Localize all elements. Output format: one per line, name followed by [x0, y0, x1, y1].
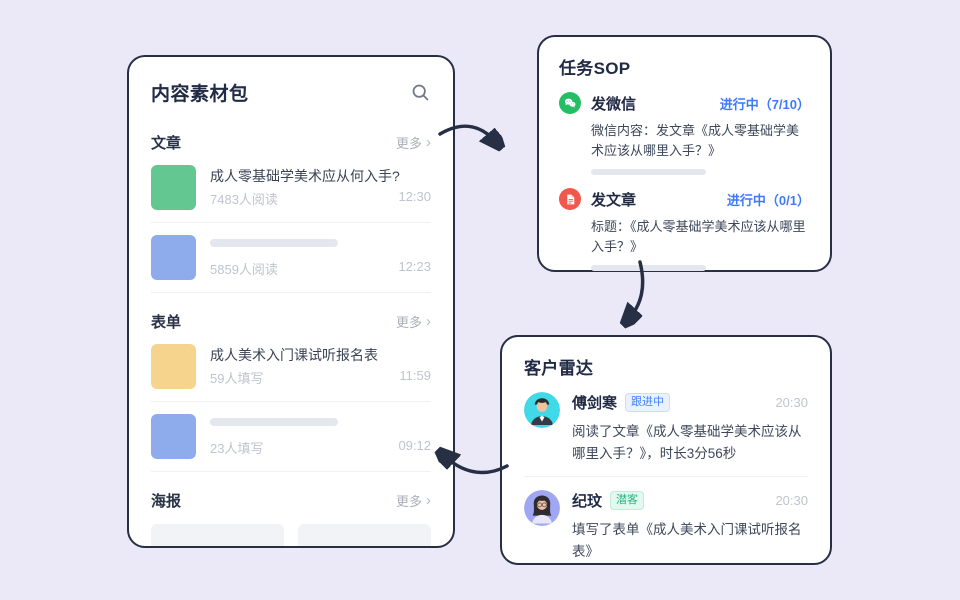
article-item-body: 成人零基础学美术应从何入手? 7483人阅读 12:30 [210, 165, 431, 210]
activity-desc: 阅读了文章《成人零基础学美术应该从哪里入手？》，时长3分56秒 [572, 424, 802, 461]
wechat-icon [559, 92, 581, 114]
article-thumbnail [151, 235, 196, 280]
entry-head: 傅剑寒 跟进中 20:30 [572, 392, 808, 413]
content-pack-title: 内容素材包 [151, 84, 249, 105]
radar-entry-1[interactable]: 傅剑寒 跟进中 20:30 阅读了文章《成人零基础学美术应该从哪里入手？》，时长… [524, 379, 808, 478]
form-thumbnail [151, 344, 196, 389]
form-item-2[interactable]: 23人填写 09:12 [151, 402, 431, 472]
timestamp: 20:30 [775, 493, 808, 509]
form-item-body: 23人填写 09:12 [210, 414, 431, 459]
task-name: 发文章 [591, 191, 637, 209]
radar-entry-2[interactable]: 纪玟 潜客 20:30 填写了表单《成人美术入门课试听报名表》 [524, 477, 808, 574]
fill-count: 23人填写 [210, 441, 264, 456]
more-label: 更多 [395, 315, 422, 330]
content-pack-card: 内容素材包 文章 更多 › 成人零基础学美术应从何入手? 7483人阅读 12:… [127, 55, 455, 548]
title-placeholder-bar [210, 418, 339, 426]
entry-body: 纪玟 潜客 20:30 填写了表单《成人美术入门课试听报名表》 [572, 490, 808, 562]
form-thumbnail [151, 414, 196, 459]
chevron-right-icon: › [426, 492, 431, 509]
search-icon[interactable] [409, 82, 431, 104]
timestamp: 20:30 [775, 395, 808, 410]
form-item-1[interactable]: 成人美术入门课试听报名表 59人填写 11:59 [151, 332, 431, 402]
task-status: 进行中（7/10） [719, 96, 810, 112]
task-sop-card: 任务SOP 发微信 进行中（7/10） [537, 35, 832, 272]
status-badge-following: 跟进中 [625, 392, 671, 413]
activity-desc: 填写了表单《成人美术入门课试听报名表》 [572, 522, 802, 559]
customer-name: 纪玟 [572, 493, 603, 511]
more-link-posters[interactable]: 更多 › [396, 491, 431, 510]
timestamp: 11:59 [399, 368, 431, 383]
task-sop-title: 任务SOP [559, 59, 631, 78]
form-item-body: 成人美术入门课试听报名表 59人填写 11:59 [210, 344, 431, 389]
progress-placeholder-bar [591, 169, 706, 175]
poster-placeholder [151, 524, 284, 546]
chevron-right-icon: › [426, 134, 431, 151]
section-header-posters: 海报 更多 › [151, 490, 431, 511]
article-meta-row: 5859人阅读 12:23 [210, 259, 431, 278]
read-count: 7483人阅读 [210, 192, 278, 207]
section-header-forms: 表单 更多 › [151, 311, 431, 332]
timestamp: 12:30 [398, 189, 431, 204]
article-doc-icon [559, 188, 581, 210]
form-meta-row: 23人填写 09:12 [210, 438, 431, 457]
poster-list [151, 524, 431, 546]
section-header-articles: 文章 更多 › [151, 132, 431, 153]
article-meta-row: 7483人阅读 12:30 [210, 189, 431, 208]
task-name: 发微信 [591, 95, 637, 113]
section-label: 文章 [151, 135, 182, 152]
more-link-forms[interactable]: 更多 › [396, 312, 431, 331]
progress-placeholder-bar [591, 265, 706, 271]
section-label: 海报 [151, 493, 182, 510]
timestamp: 09:12 [398, 438, 431, 453]
task-head: 发文章 进行中（0/1） [559, 188, 810, 210]
more-label: 更多 [395, 136, 422, 151]
section-label: 表单 [151, 314, 182, 331]
more-link-articles[interactable]: 更多 › [396, 133, 431, 152]
article-item-body: 5859人阅读 12:23 [210, 235, 431, 280]
article-thumbnail [151, 165, 196, 210]
form-meta-row: 59人填写 11:59 [210, 368, 431, 387]
task-desc: 标题：《成人零基础学美术应该从哪里入手？》 [591, 219, 806, 254]
poster-placeholder [298, 524, 431, 546]
task-status: 进行中（0/1） [726, 192, 810, 208]
chevron-right-icon: › [426, 313, 431, 330]
article-item-1[interactable]: 成人零基础学美术应从何入手? 7483人阅读 12:30 [151, 153, 431, 223]
timestamp: 12:23 [398, 259, 431, 274]
title-placeholder-bar [210, 239, 339, 247]
task-desc: 微信内容：发文章《成人零基础学美术应该从哪里入手？》 [591, 123, 800, 158]
task-head: 发微信 进行中（7/10） [559, 92, 810, 114]
more-label: 更多 [395, 494, 422, 509]
content-pack-header: 内容素材包 [151, 79, 431, 106]
fill-count: 59人填写 [210, 371, 264, 386]
task-row-article[interactable]: 发文章 进行中（0/1） 标题：《成人零基础学美术应该从哪里入手？》 [559, 188, 810, 271]
entry-head: 纪玟 潜客 20:30 [572, 490, 808, 511]
customer-radar-card: 客户雷达 傅剑寒 跟进中 20:30 阅读了文章《成人零基础学美术应该从哪里入手… [500, 335, 832, 565]
read-count: 5859人阅读 [210, 262, 278, 277]
status-badge-prospect: 潜客 [610, 491, 645, 511]
avatar-female [524, 490, 560, 527]
form-title: 成人美术入门课试听报名表 [210, 347, 378, 363]
avatar-male [524, 392, 560, 428]
task-row-wechat[interactable]: 发微信 进行中（7/10） 微信内容：发文章《成人零基础学美术应该从哪里入手？》 [559, 92, 810, 175]
entry-body: 傅剑寒 跟进中 20:30 阅读了文章《成人零基础学美术应该从哪里入手？》，时长… [572, 392, 808, 464]
customer-radar-title: 客户雷达 [524, 359, 594, 378]
customer-name: 傅剑寒 [572, 395, 618, 412]
article-item-2[interactable]: 5859人阅读 12:23 [151, 223, 431, 293]
article-title: 成人零基础学美术应从何入手? [210, 168, 400, 184]
